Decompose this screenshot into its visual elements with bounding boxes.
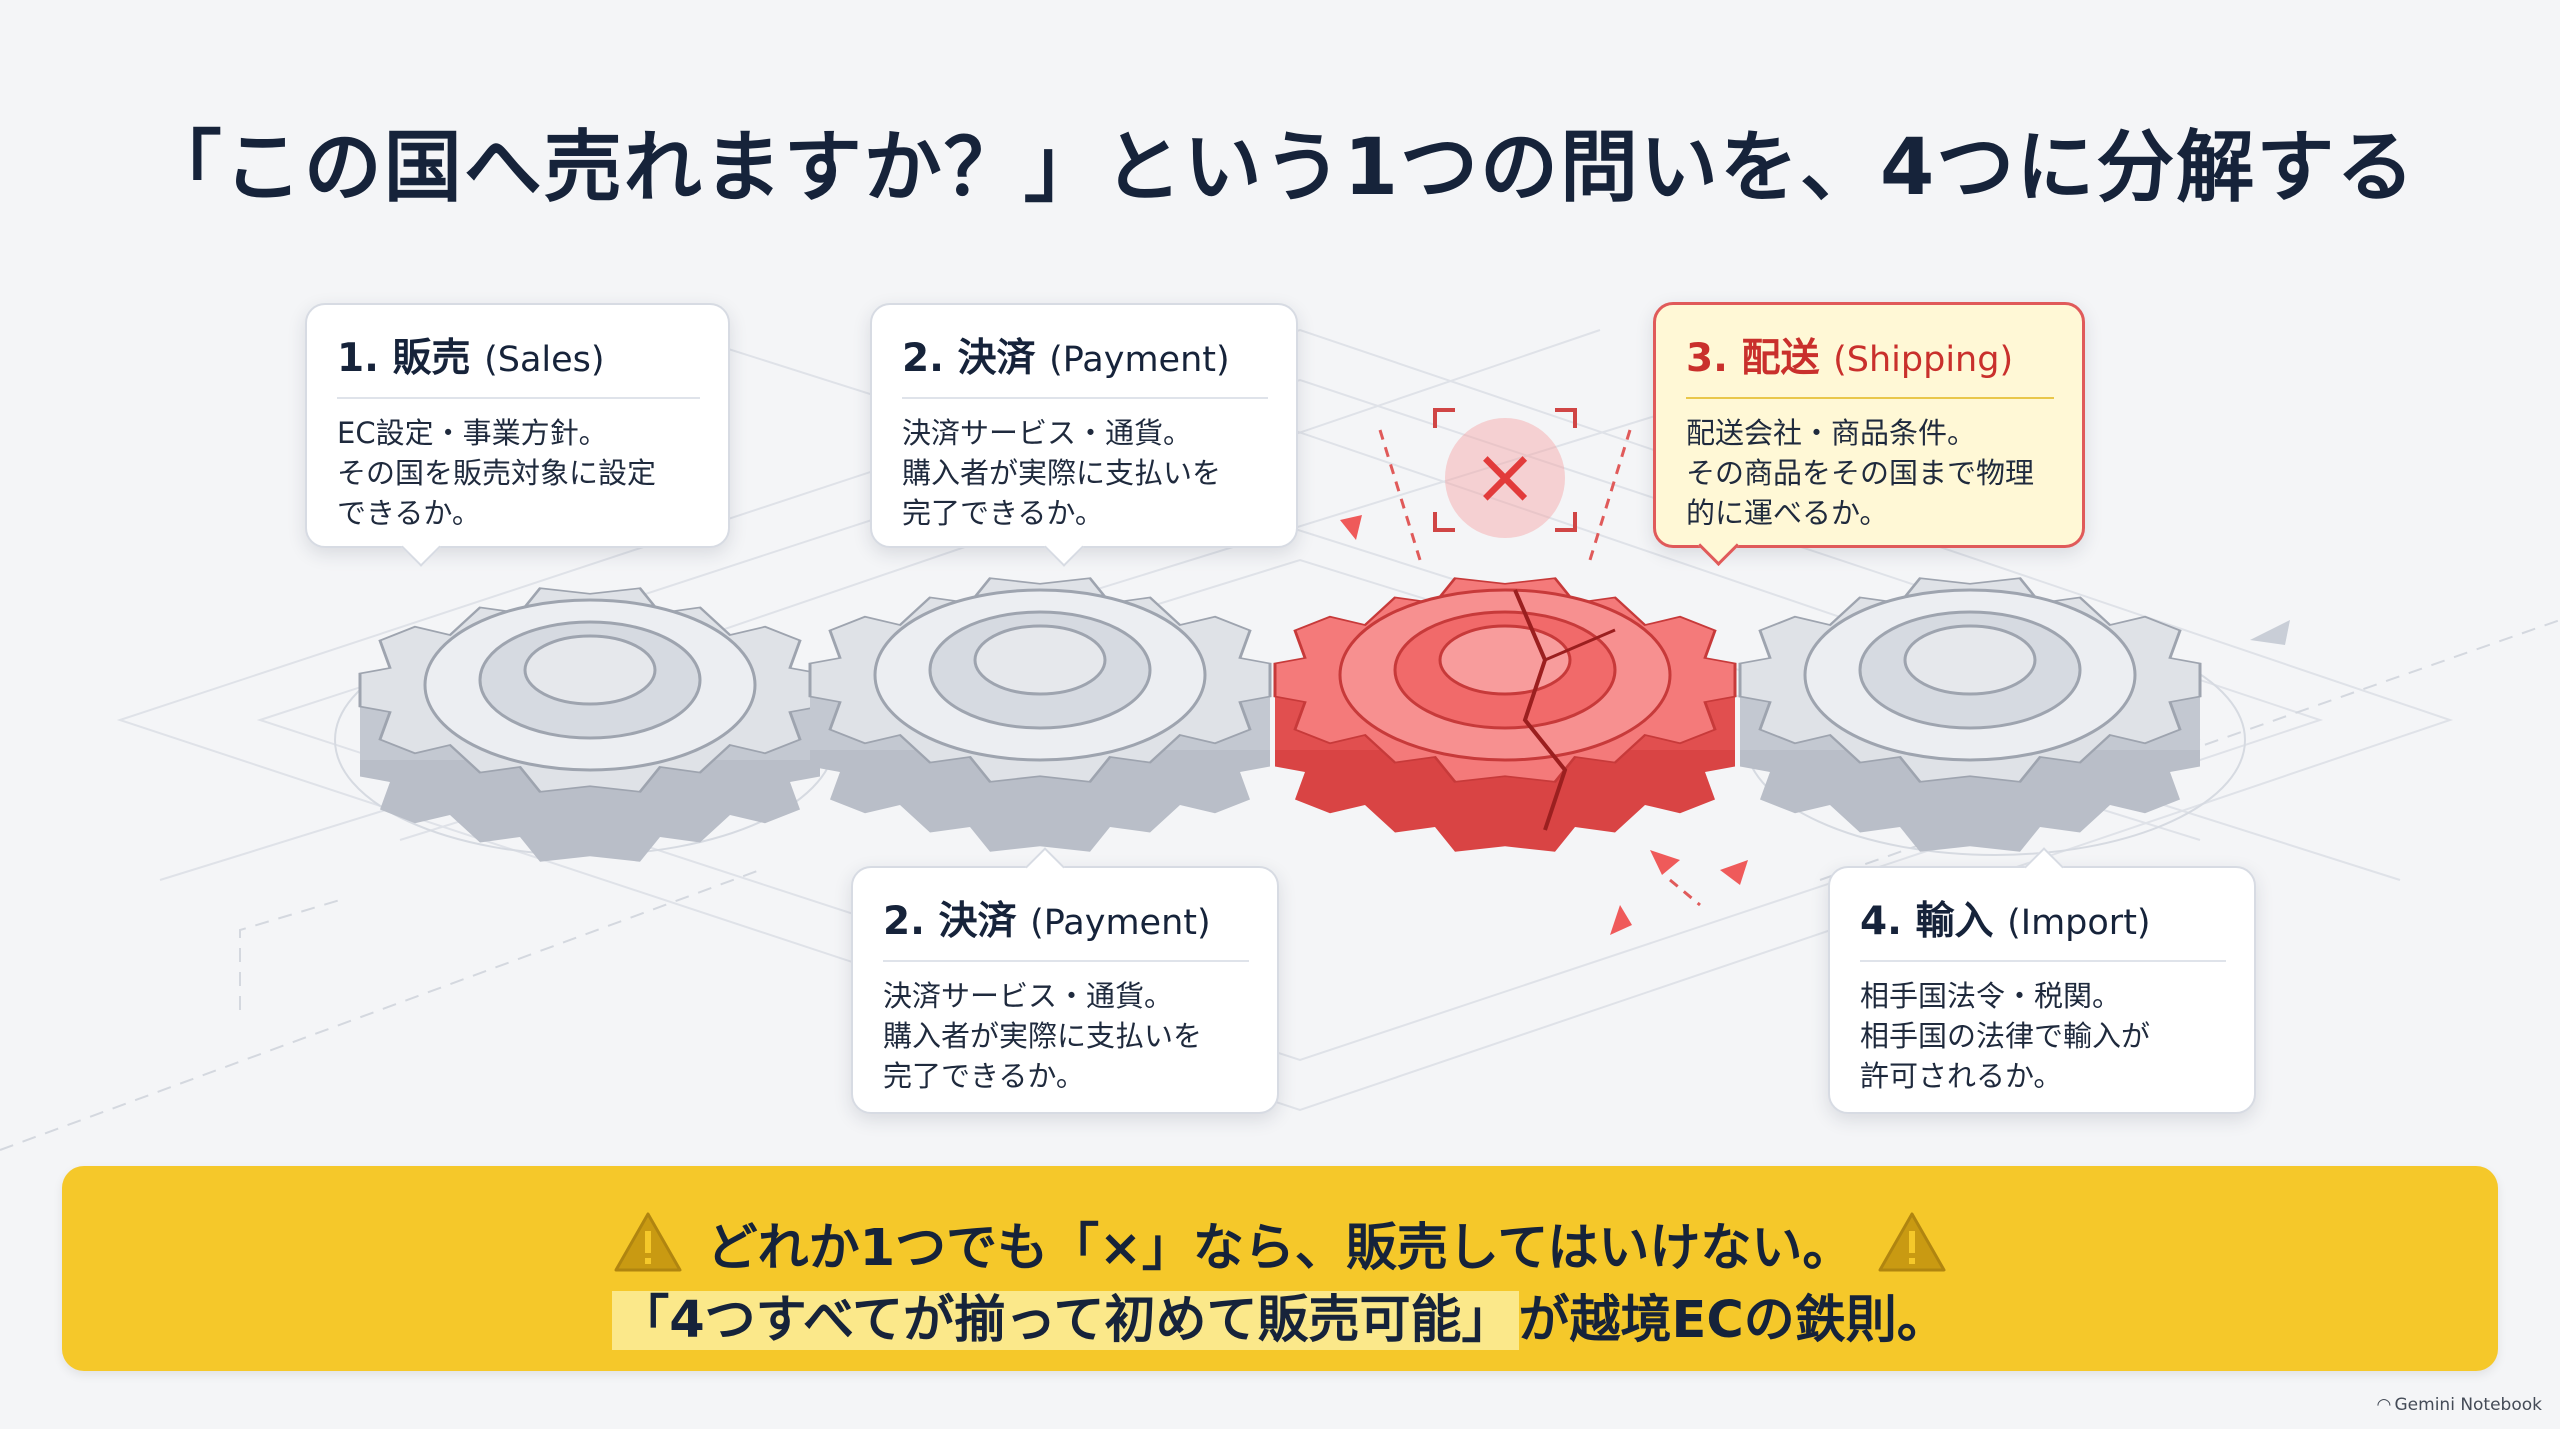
- callout-body: EC設定・事業方針。 その国を販売対象に設定 できるか。: [337, 413, 700, 533]
- callout-line: 的に運べるか。: [1686, 496, 1889, 530]
- callout-line: 相手国法令・税関。: [1860, 979, 2122, 1013]
- callout-title: 4. 輸入 (Import): [1860, 890, 2226, 962]
- callout-title: 1. 販売 (Sales): [337, 327, 700, 399]
- cross-icon: ×: [1433, 408, 1577, 538]
- callout-label: 2. 決済: [902, 336, 1036, 381]
- callout-line: 購入者が実際に支払いを: [883, 1019, 1203, 1053]
- brand-icon: ◠: [2377, 1395, 2391, 1415]
- callout-line: その国を販売対象に設定: [337, 456, 657, 490]
- banner-line-1: どれか1つでも「×」なら、販売してはいけない。: [62, 1206, 2498, 1286]
- callout-line: できるか。: [337, 496, 481, 530]
- callout-title: 2. 決済 (Payment): [902, 327, 1268, 399]
- callout-body: 配送会社・商品条件。 その商品をその国まで物理 的に運べるか。: [1686, 413, 2054, 533]
- callout-body: 相手国法令・税関。 相手国の法律で輸入が 許可されるか。: [1860, 976, 2226, 1096]
- banner-highlight: 「4つすべてが揃って初めて販売可能」: [612, 1291, 1519, 1350]
- callout-line: その商品をその国まで物理: [1686, 456, 2035, 490]
- callout-import: 4. 輸入 (Import) 相手国法令・税関。 相手国の法律で輸入が 許可され…: [1828, 866, 2256, 1114]
- callout-line: 配送会社・商品条件。: [1686, 416, 1977, 450]
- callout-line: 購入者が実際に支払いを: [902, 456, 1222, 490]
- callout-label: 1. 販売: [337, 336, 471, 381]
- gear-fragments: [1340, 515, 1748, 935]
- fail-mark: ×: [1472, 432, 1537, 522]
- callout-title: 3. 配送 (Shipping): [1686, 327, 2054, 399]
- rule-banner: どれか1つでも「×」なら、販売してはいけない。 「4つすべてが揃って初めて販売可…: [62, 1166, 2498, 1371]
- callout-label: 4. 輸入: [1860, 899, 1994, 944]
- callout-label-en: (Shipping): [1833, 340, 2014, 380]
- warning-icon: [613, 1211, 683, 1286]
- callout-line: 完了できるか。: [883, 1059, 1085, 1093]
- gear-icon: [358, 586, 822, 862]
- callout-line: 決済サービス・通貨。: [902, 416, 1193, 450]
- callout-sales: 1. 販売 (Sales) EC設定・事業方針。 その国を販売対象に設定 できる…: [305, 303, 730, 548]
- callout-shipping: 3. 配送 (Shipping) 配送会社・商品条件。 その商品をその国まで物理…: [1653, 302, 2085, 548]
- banner-text-2: が越境ECの鉄則。: [1518, 1291, 1948, 1350]
- warning-icon: [1877, 1211, 1947, 1286]
- gear-icon: [808, 576, 1272, 852]
- page-title: 「この国へ売れますか？」という1つの問いを、4つに分解する: [143, 123, 2417, 213]
- callout-payment-bottom: 2. 決済 (Payment) 決済サービス・通貨。 購入者が実際に支払いを 完…: [851, 866, 1279, 1114]
- callout-payment-top: 2. 決済 (Payment) 決済サービス・通貨。 購入者が実際に支払いを 完…: [870, 303, 1298, 548]
- gear-icon: [1738, 576, 2202, 852]
- callout-title: 2. 決済 (Payment): [883, 890, 1249, 962]
- callout-body: 決済サービス・通貨。 購入者が実際に支払いを 完了できるか。: [883, 976, 1249, 1096]
- callout-line: 完了できるか。: [902, 496, 1104, 530]
- callout-body: 決済サービス・通貨。 購入者が実際に支払いを 完了できるか。: [902, 413, 1268, 533]
- brand-text: Gemini Notebook: [2394, 1395, 2543, 1415]
- callout-line: 相手国の法律で輸入が: [1860, 1019, 2151, 1053]
- callout-label-en: (Import): [2007, 903, 2151, 943]
- callout-line: 許可されるか。: [1860, 1059, 2063, 1093]
- broken-gear-icon: [1273, 576, 1737, 852]
- callout-label-en: (Payment): [1030, 903, 1211, 943]
- callout-label-en: (Sales): [484, 340, 605, 380]
- callout-label: 2. 決済: [883, 899, 1017, 944]
- callout-label: 3. 配送: [1686, 336, 1820, 381]
- banner-line-2: 「4つすべてが揃って初めて販売可能」が越境ECの鉄則。: [62, 1278, 2498, 1352]
- callout-line: EC設定・事業方針。: [337, 416, 608, 450]
- brand-label: ◠Gemini Notebook: [2377, 1395, 2542, 1415]
- callout-line: 決済サービス・通貨。: [883, 979, 1174, 1013]
- callout-label-en: (Payment): [1049, 340, 1230, 380]
- banner-text-1: どれか1つでも「×」なら、販売してはいけない。: [706, 1219, 1854, 1278]
